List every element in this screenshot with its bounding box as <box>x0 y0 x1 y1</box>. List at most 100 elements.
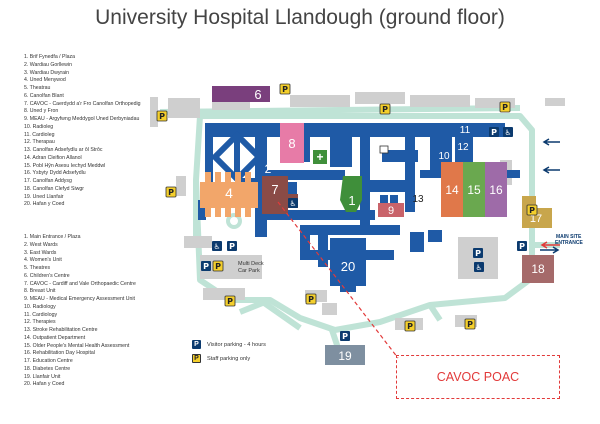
building-number-11: 11 <box>460 125 471 136</box>
visitor-parking-icon: P <box>340 331 350 341</box>
womens-unit-shape <box>200 172 258 217</box>
complex-spine <box>300 137 310 162</box>
main-entrance-plaza <box>340 176 362 212</box>
visitor-parking-icon: P <box>489 127 499 137</box>
legend-item: 6. Children's Centre <box>24 272 70 279</box>
svg-text:P: P <box>467 320 473 329</box>
visitor-parking-icon: P <box>227 241 237 251</box>
legend-item: 13. Stroke Rehabilitation Centre <box>24 327 98 333</box>
svg-text:P: P <box>215 262 221 271</box>
building-number-12: 12 <box>457 142 469 153</box>
staff-parking-icon: P <box>212 260 224 272</box>
legend-item: 15. Pobl Hŷn Asesu Iechyd Meddwl <box>24 162 106 169</box>
staff-parking-icon: P <box>464 318 476 330</box>
legend-item: 18. Diabetes Centre <box>24 365 71 372</box>
building-numbers: 1 2 3 4 5 6 7 8 9 10 11 12 13 14 15 16 1… <box>225 87 545 363</box>
svg-text:P: P <box>342 332 348 341</box>
staff-parking-icon: P <box>499 101 511 113</box>
svg-text:P: P <box>229 242 235 251</box>
key-visitor-parking: P Visitor parking - 4 hours <box>192 340 266 349</box>
legend-item: 7. CAVOC - Caerdydd a'r Fro Canolfan Ort… <box>24 100 141 107</box>
legend-item: 9. MEAU - Argyfwng Meddygol Uned Derbyni… <box>24 116 140 122</box>
legend-item: 4. Women's Unit <box>24 257 62 264</box>
building-number-14: 14 <box>445 183 459 197</box>
building-number-17: 17 <box>530 213 542 225</box>
legend-item: 16. Ysbyty Dydd Adsefydlu <box>24 170 86 177</box>
legend-item: 19. Llanfair Unit <box>24 373 61 380</box>
building-number-9: 9 <box>388 205 394 217</box>
first-aid-cross <box>313 150 327 164</box>
legend-item: 5. Theatrau <box>24 85 51 91</box>
older-people-unit <box>463 162 485 217</box>
complex-spine <box>405 137 415 212</box>
grey-block <box>168 98 200 118</box>
legend-item: 9. MEAU - Medical Emergency Assessment U… <box>24 296 135 302</box>
road-ring <box>193 113 535 333</box>
callout-label: CAVOC POAC <box>436 370 520 384</box>
building-number-8: 8 <box>288 136 295 151</box>
arrow-in-icon <box>540 241 560 249</box>
legend-item: 20. Hafan y Coed <box>24 201 65 208</box>
disabled-parking-icon: ♿ <box>503 127 513 137</box>
main-site-entrance-line-1: MAIN SITE <box>556 234 582 240</box>
grey-block <box>322 303 337 315</box>
visitor-parking-icon: P <box>517 241 527 251</box>
roundabout <box>226 213 242 229</box>
building-number-15: 15 <box>467 183 481 197</box>
legend-item: 2. Wardiau Gorllewin <box>24 61 72 68</box>
svg-text:P: P <box>382 105 388 114</box>
rehab-day-unit <box>485 162 507 217</box>
grey-block <box>410 95 470 107</box>
complex-spine <box>318 232 328 267</box>
svg-text:P: P <box>407 322 413 331</box>
legend-item: 1. Brif Fynedfa / Plaza <box>24 54 76 60</box>
legend-item: 7. CAVOC - Cardiff and Vale Orthopaedic … <box>24 280 136 287</box>
multi-deck-label-line-1: Multi Deck <box>238 261 264 267</box>
legend-item: 12. Therapies <box>24 319 56 326</box>
road-north <box>159 105 521 115</box>
legend-item: 16. Rehabilitation Day Hospital <box>24 350 95 357</box>
legend-item: 6. Canolfan Blant <box>24 92 64 99</box>
svg-text:P: P <box>203 262 209 271</box>
road-south-b <box>238 297 272 315</box>
road-link-c <box>427 303 443 322</box>
building-number-18: 18 <box>531 262 545 276</box>
svg-text:P: P <box>519 242 525 251</box>
diabetes-centre <box>522 255 554 283</box>
grey-block <box>150 97 158 127</box>
legend-item: 13. Canolfan Adsefydlu ar ôl Strôc <box>24 147 103 153</box>
key-staff-parking: P Staff parking only <box>192 354 250 363</box>
svg-text:♿: ♿ <box>290 199 297 208</box>
breast-unit <box>280 123 304 163</box>
svg-text:♿: ♿ <box>214 242 221 251</box>
multi-deck-label-line-2: Car Park <box>238 268 260 274</box>
legend-item: 11. Cardiology <box>24 311 58 318</box>
llanfair-unit <box>325 345 365 365</box>
arrow-east-icon <box>542 166 560 174</box>
building-number-7: 7 <box>271 182 278 197</box>
svg-text:P: P <box>502 103 508 112</box>
complex-spine <box>265 210 375 220</box>
road-link-a <box>258 297 302 331</box>
main-site-entrance-line-2: ENTRANCE <box>555 240 583 246</box>
legend-item: 11. Cardioleg <box>24 131 55 138</box>
svg-text:P: P <box>308 295 314 304</box>
hafan-y-coed <box>300 238 394 292</box>
arrow-out-icon <box>540 246 560 254</box>
complex-spine <box>410 232 424 252</box>
building-number-6: 6 <box>254 87 261 102</box>
grey-block <box>184 236 212 248</box>
staff-parking-icon: P <box>404 320 416 332</box>
key-staff-label: Staff parking only <box>207 355 251 362</box>
building-number-19: 19 <box>338 349 352 363</box>
building-number-2: 2 <box>265 162 272 176</box>
visitor-parking-icon: P <box>201 261 211 271</box>
legend-item: 5. Theatres <box>24 265 51 271</box>
building-number-3: 3 <box>385 161 392 175</box>
disabled-parking-icon: ♿ <box>288 198 298 208</box>
legend-item: 2. West Wards <box>24 241 58 248</box>
